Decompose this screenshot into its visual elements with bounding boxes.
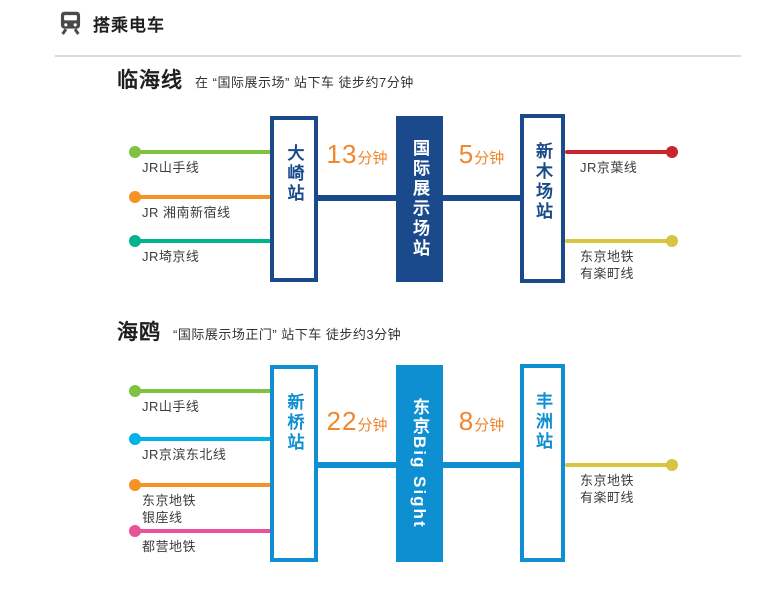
line-label: JR埼京线 [142, 248, 199, 265]
station-box-osaki: 大崎站 [270, 116, 318, 282]
transit-line-bar [135, 195, 272, 199]
line-label-text: JR京滨东北线 [142, 447, 227, 462]
line-label-text: JR山手线 [142, 399, 200, 414]
line-terminal-dot [129, 479, 141, 491]
line-label-text: 有楽町线 [580, 266, 635, 281]
train-icon [60, 11, 81, 35]
header-divider [55, 55, 741, 57]
line-label-text: JR京葉线 [580, 160, 638, 175]
station-box-shin-kiba: 新木场站 [520, 114, 565, 283]
line-label-text: JR山手线 [142, 160, 200, 175]
transit-line-bar [565, 463, 672, 467]
line-terminal-dot [666, 235, 678, 247]
line-label-text: JR埼京线 [142, 249, 200, 264]
line-terminal-dot [129, 146, 141, 158]
line-name: 海鸥 [117, 321, 161, 344]
line-instructions: 在 “国际展示场” 站下车 徒步约7分钟 [195, 75, 414, 90]
line-label: 东京地铁有楽町线 [580, 472, 634, 506]
station-name: 东京Big Sight [410, 398, 429, 529]
station-name: 新木场站 [533, 142, 552, 222]
section-rinkai-title: 临海线 在 “国际展示场” 站下车 徒步约7分钟 [117, 64, 414, 94]
line-terminal-dot [129, 191, 141, 203]
station-box-tokyo-big-sight: 东京Big Sight [396, 365, 443, 562]
line-terminal-dot [666, 146, 678, 158]
transit-line-bar [565, 239, 672, 243]
transit-line-bar [565, 150, 672, 154]
line-label: JR 湘南新宿线 [142, 204, 231, 221]
line-label-text: 都营地铁 [142, 539, 197, 554]
transit-line-bar [135, 437, 272, 441]
line-label: JR山手线 [142, 159, 199, 176]
station-box-toyosu: 丰洲站 [520, 364, 565, 562]
line-label: 都营地铁 [142, 538, 196, 555]
line-label-text: 有楽町线 [580, 490, 635, 505]
transit-line-bar [135, 529, 272, 533]
line-terminal-dot [129, 525, 141, 537]
station-name: 国际展示场站 [410, 139, 429, 259]
line-label-text: 银座线 [142, 510, 183, 525]
station-name: 丰洲站 [533, 392, 552, 452]
transit-line-bar [135, 150, 272, 154]
station-box-shimbashi: 新桥站 [270, 365, 318, 562]
line-label-text: 东京地铁 [580, 473, 635, 488]
page-title: 搭乘电车 [93, 16, 165, 35]
line-label-text: 东京地铁 [142, 493, 197, 508]
line-terminal-dot [129, 385, 141, 397]
station-name: 大崎站 [284, 144, 304, 204]
line-label: JR京葉线 [580, 159, 637, 176]
line-label: JR山手线 [142, 398, 199, 415]
line-label-text: 东京地铁 [580, 249, 635, 264]
page-header: 搭乘电车 [57, 10, 165, 37]
transit-line-bar [135, 483, 272, 487]
transit-line-bar [135, 239, 272, 243]
line-instructions: “国际展示场正门” 站下车 徒步约3分钟 [173, 327, 402, 342]
station-name: 新桥站 [284, 393, 304, 453]
line-terminal-dot [666, 459, 678, 471]
line-label-text: JR 湘南新宿线 [142, 205, 231, 220]
line-label: JR京滨东北线 [142, 446, 226, 463]
line-label: 东京地铁有楽町线 [580, 248, 634, 282]
line-terminal-dot [129, 235, 141, 247]
station-box-kokusai-tenjijo: 国际展示场站 [396, 116, 443, 282]
line-label: 东京地铁银座线 [142, 492, 196, 526]
transit-line-bar [135, 389, 272, 393]
line-terminal-dot [129, 433, 141, 445]
line-name: 临海线 [117, 69, 183, 92]
section-yurikamome-title: 海鸥 “国际展示场正门” 站下车 徒步约3分钟 [117, 316, 401, 346]
